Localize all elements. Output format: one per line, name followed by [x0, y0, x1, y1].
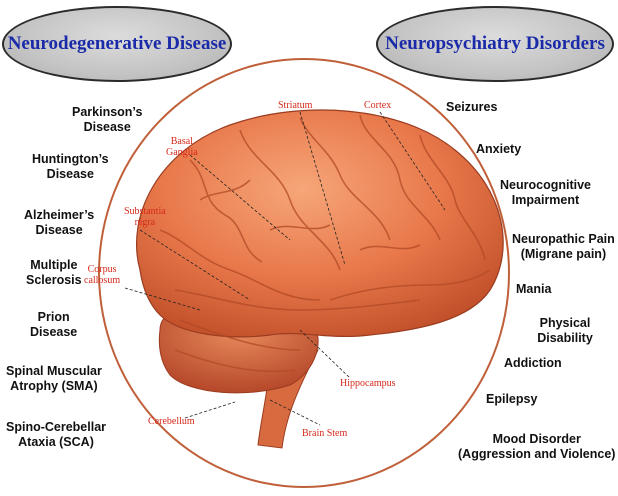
part-striatum: Striatum: [278, 100, 313, 111]
pointer-lines: [124, 111, 446, 426]
disorder-mood: Mood Disorder (Aggression and Violence): [458, 432, 616, 461]
enclosing-circle: [98, 58, 510, 488]
part-basal-ganglia: Basal Ganglia: [166, 136, 198, 158]
disease-parkinsons: Parkinson’s Disease: [72, 105, 143, 134]
disease-prion: Prion Disease: [30, 310, 78, 339]
category-neuropsychiatry-label: Neuropsychiatry Disorders: [385, 33, 605, 54]
cerebrum: [136, 109, 504, 338]
disorder-neurocognitive: Neurocognitive Impairment: [500, 178, 591, 207]
disorder-anxiety: Anxiety: [476, 142, 522, 156]
disorder-addiction: Addiction: [504, 356, 562, 370]
disorder-epilepsy: Epilepsy: [486, 392, 538, 406]
part-cerebellum: Cerebellum: [148, 416, 195, 427]
disorder-physical-disability: Physical Disability: [537, 316, 593, 345]
disease-sca: Spino-Cerebellar Ataxia (SCA): [6, 420, 107, 449]
category-neuropsychiatry: Neuropsychiatry Disorders: [376, 6, 614, 82]
part-cortex: Cortex: [364, 100, 392, 111]
disorder-seizures: Seizures: [446, 100, 498, 114]
disease-huntingtons: Huntington’s Disease: [32, 152, 109, 181]
disorder-neuropathic-pain: Neuropathic Pain (Migrane pain): [512, 232, 615, 261]
disease-alzheimers: Alzheimer’s Disease: [24, 208, 95, 237]
part-substantia-nigra: Substantia nigra: [124, 206, 166, 228]
disorder-mania: Mania: [516, 282, 552, 296]
brain-gyri: [159, 114, 491, 373]
part-brain-stem: Brain Stem: [302, 428, 348, 439]
category-neurodegenerative-label: Neurodegenerative Disease: [7, 33, 227, 54]
part-corpus-callosum: Corpus callosum: [84, 264, 121, 286]
part-hippocampus: Hippocampus: [340, 378, 396, 389]
disease-multiple-sclerosis: Multiple Sclerosis: [26, 258, 82, 287]
disease-sma: Spinal Muscular Atrophy (SMA): [6, 364, 102, 393]
category-neurodegenerative: Neurodegenerative Disease: [2, 6, 232, 82]
